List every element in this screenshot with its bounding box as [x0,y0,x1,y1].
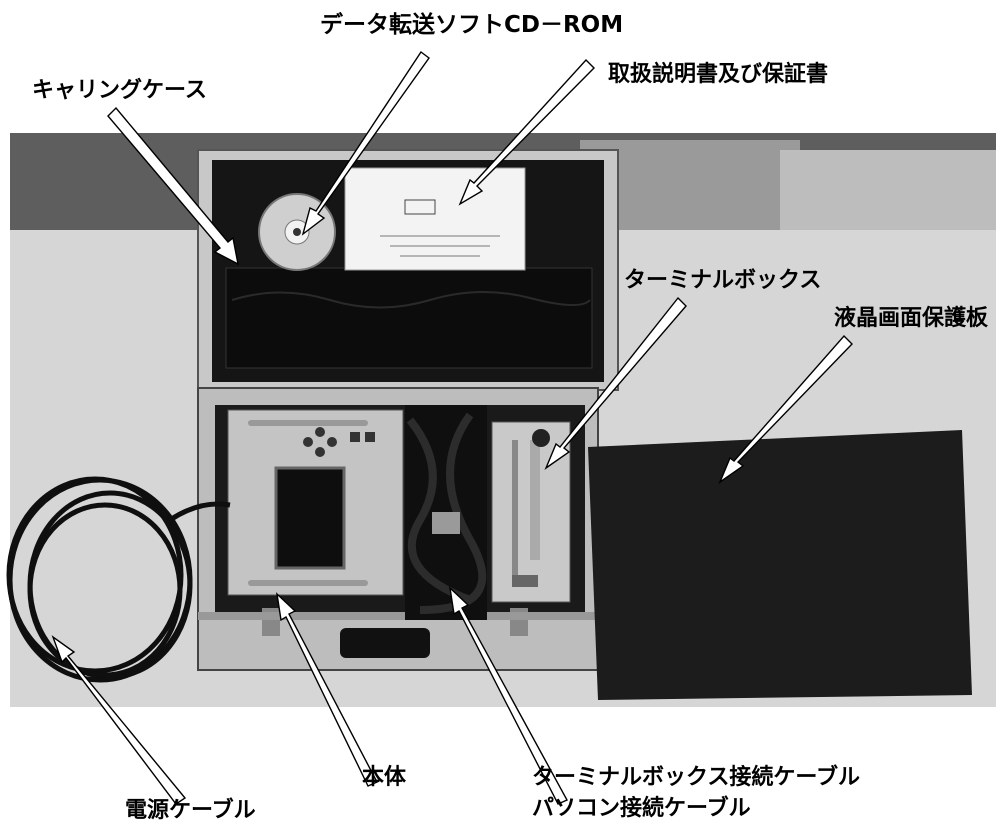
arrow-manual [458,58,595,206]
label-pc-cable: パソコン接続ケーブル [532,796,751,821]
label-lcd-guard: 液晶画面保護板 [834,306,989,331]
arrow-case [107,106,239,266]
label-terminal-cable: ターミナルボックス接続ケーブル [532,765,861,790]
label-case: キャリングケース [32,78,207,103]
main-unit-device [227,409,404,596]
label-manual: 取扱説明書及び保証書 [608,62,829,87]
arrow-cables [448,586,568,805]
label-cdrom: データ転送ソフトCD－ROM [320,12,624,38]
label-power-cable: 電源ケーブル [125,798,256,823]
arrow-terminal-box [544,296,687,470]
label-main-unit: 本体 [362,765,407,790]
callout-arrows [51,50,853,805]
power-cable-coil [6,476,231,683]
manual-document [344,167,526,271]
cables-compartment [405,405,487,620]
arrow-cdrom [301,50,430,236]
arrow-lcd-guard [718,334,853,484]
arrow-power-cable [51,635,187,805]
arrow-main-unit [275,592,378,787]
label-terminal-box: ターミナルボックス [624,268,822,293]
lcd-guard-plate [588,430,972,700]
